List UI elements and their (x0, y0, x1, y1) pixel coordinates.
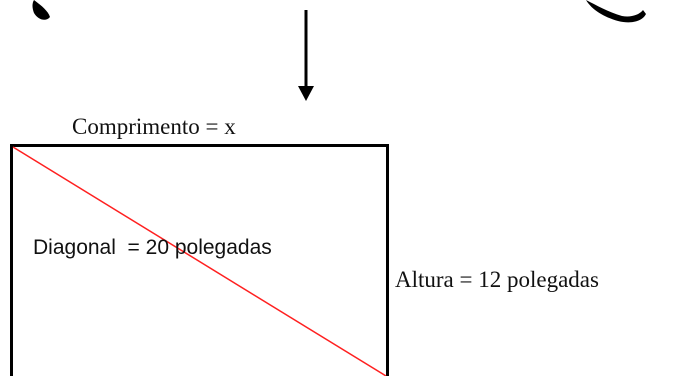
left-swoosh-decoration (32, 0, 50, 20)
altura-label: Altura = 12 polegadas (395, 267, 599, 292)
diagonal-label: Diagonal = 20 polegadas (33, 236, 272, 259)
rectangle-outline (10, 144, 389, 376)
comprimento-label: Comprimento = x (72, 114, 236, 139)
right-swoosh-decoration (586, 0, 646, 23)
arrow-down-icon (298, 10, 314, 101)
diagonal-line (12, 146, 387, 376)
